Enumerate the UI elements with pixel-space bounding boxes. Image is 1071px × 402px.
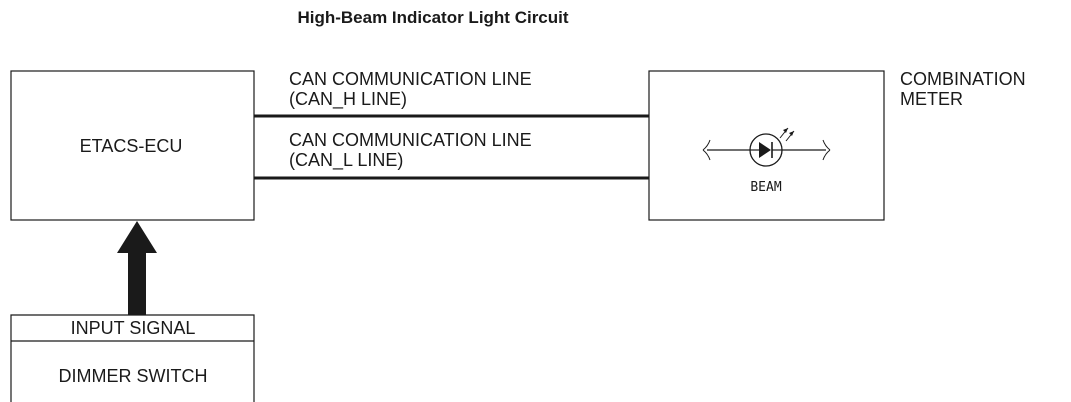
beam-lamp-label: BEAM (750, 180, 781, 195)
input-signal-label: INPUT SIGNAL (71, 318, 196, 338)
combination-meter-label-line1: COMBINATION (900, 69, 1026, 89)
etacs-ecu-box (10, 70, 255, 221)
can-h-label-line2: (CAN_H LINE) (289, 89, 407, 110)
combination-meter-label-line2: METER (900, 89, 963, 109)
can-h-label: CAN COMMUNICATION LINE (CAN_H LINE) (289, 69, 532, 110)
combination-meter-label: COMBINATION METER (900, 69, 1026, 109)
dimmer-switch-block: INPUT SIGNAL DIMMER SWITCH (10, 314, 255, 402)
dimmer-switch-box (10, 314, 255, 402)
can-l-label-line1: CAN COMMUNICATION LINE (289, 130, 532, 150)
diagram-title: High-Beam Indicator Light Circuit (297, 8, 568, 27)
up-arrow-icon (117, 221, 157, 315)
combination-meter-block: BEAM (648, 70, 885, 221)
can-l-label-line2: (CAN_L LINE) (289, 150, 403, 171)
combination-meter-box (648, 70, 885, 221)
can-h-label-line1: CAN COMMUNICATION LINE (289, 69, 532, 89)
led-lamp-icon (702, 127, 831, 167)
dimmer-switch-label: DIMMER SWITCH (59, 366, 208, 386)
can-l-label: CAN COMMUNICATION LINE (CAN_L LINE) (289, 130, 532, 171)
etacs-ecu-block: ETACS-ECU (10, 70, 255, 221)
etacs-ecu-label: ETACS-ECU (80, 136, 183, 156)
